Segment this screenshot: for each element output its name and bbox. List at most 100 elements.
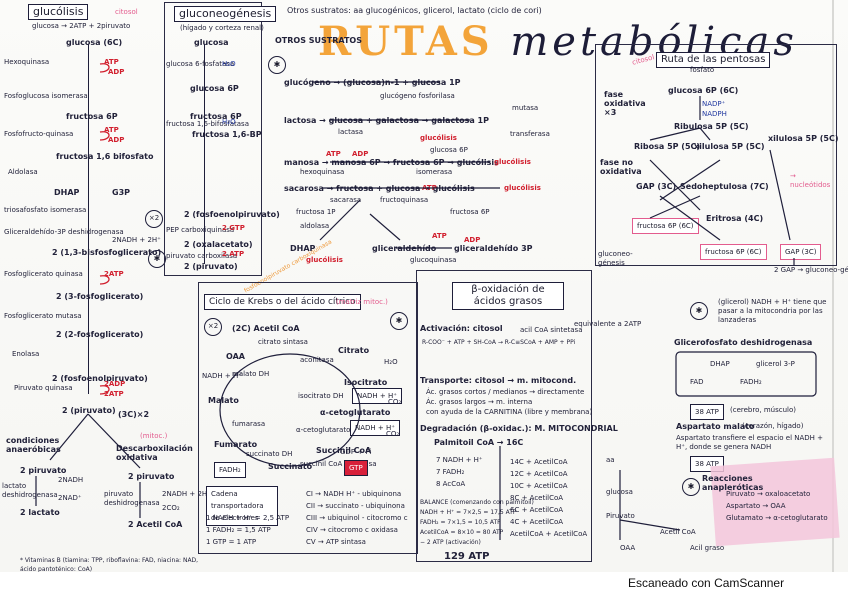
arrow [649,127,701,141]
krebs-enzyme-1: aconitasa [300,356,334,364]
gluconeo-enzyme-3: piruvato carboxilasa [166,252,238,260]
glicerol-lanz2-text: Aspartato transfiere el espacio el NADH … [676,434,824,451]
arrow [659,195,721,241]
krebs-gtp: GTP [344,460,368,476]
beta-palmitoil: Palmitoil CoA → 16C [434,438,524,447]
cadena-title: Cadena transportadora de electrones [206,486,278,526]
reacciones-label-4: Acil graso [690,544,725,552]
footnote: * Vitaminas B (tiamina: TPP, riboflavina… [20,557,199,572]
krebs-fadh2: FADH₂ [214,462,246,478]
gluconeo-h2o-2: H₂O [222,118,236,126]
otros-glucolisis-3: glucólisis [494,158,531,166]
glicerol-lanz2-note: (corazón, hígado) [742,422,804,430]
glucolisis-step-6: 2 (3-fosfoglicerato) [56,292,144,301]
otros-enzyme-4: sacarasa [330,196,362,204]
membrane-box [675,351,817,397]
pentosas-step-9: fructosa 6P (6C) [700,244,767,260]
beta-total: 129 ATP [444,551,490,562]
gluconeo-enzyme-1: fructosa 1,6-bifosfatasa [166,120,249,128]
cadena-complex-3: CIV → citocromo c oxidasa [306,526,398,534]
otros-adp-2: ADP [464,236,481,244]
glucolisis-atp-2: ATP [104,126,119,134]
glucolisis-enzyme-2: Fosfofructo-quinasa [4,130,74,138]
beta-balance-0: BALANCE (comenzando con palmitoil) [420,499,534,506]
glicerol-label-2: FAD [690,378,704,386]
condiciones-step-1: 2 lactato [20,508,60,517]
pentosas-step-5: GAP (3C) [636,182,677,191]
glucolisis-enzyme-8: Enolasa [12,350,40,358]
cadena-complex-0: CI → NADH H⁺ - ubiquinona [306,490,402,498]
glucolisis-enzyme-5: Gliceraldehído-3P deshidrogenasa [4,228,124,236]
condiciones-nad: 2NAD⁺ [58,494,82,502]
star-icon: ✱ [148,250,166,268]
krebs-co2-1: CO₂ [388,398,402,406]
krebs-enzyme-3: α-cetoglutarato DH [296,426,364,434]
gluconeo-gtp: 2 GTP [222,224,245,232]
x2-badge: ×2 [204,318,222,336]
cadena-item-2: 1 GTP = 1 ATP [206,538,257,546]
krebs-enzyme-5: succinato DH [246,450,293,458]
otros-fructosa6p: fructosa 6P [450,208,490,216]
glicerol-label-1: glicerol 3-P [756,360,795,368]
otros-enzyme-2: hexoquinasa [300,168,345,176]
pathway-lines [35,63,817,540]
arrow [369,213,401,241]
glicerol-lanz1: Glicerofosfato deshidrogenasa [674,338,813,347]
glucolisis-enzyme-9: Piruvato quinasa [14,384,73,392]
arrow [49,413,89,461]
gluconeo-panel [164,2,262,276]
beta-cycle-6: AcetilCoA + AcetilCoA [510,530,588,538]
reacciones-label-1: Acetil CoA [660,528,696,536]
glucolisis-main-axis [88,44,90,394]
gluconeo-atp: 2 ATP [222,250,245,258]
condiciones-enzyme: lactato deshidrogenasa [2,482,58,499]
cadena-complex-4: CV → ATP sintasa [306,538,366,546]
gluconeo-subtitle: (hígado y corteza renal) [180,24,264,32]
glucolisis-step-8: 2 (fosfoenolpiruvato) [52,374,148,383]
beta-product-2: 8 AcCoA [436,480,466,488]
arrow [649,159,701,211]
gluconeo-step-4: 2 (fosfoenolpiruvato) [184,210,280,219]
gluconeo-axis [204,44,206,264]
beta-transp-1: Ác. grasos largos → m. interna [426,398,533,406]
otros-enzyme-6: aldolasa [300,222,330,230]
krebs-int-0: OAA [226,352,245,361]
beta-balance-2: FADH₂ = 7×1,5 = 10,5 ATP [420,519,501,526]
atp-arc [99,131,110,141]
pentosas-phase2: fase no oxidativa [600,158,642,176]
gluconeo-step-2: fructosa 6P [190,112,242,121]
reacciones-item-1: Aspartato → OAA [726,502,786,510]
glucolisis-2adp: 2ADP [104,380,126,388]
krebs-int-3: α-cetoglutarato [320,408,391,417]
gluconeo-step-1: glucosa 6P [190,84,239,93]
condiciones-title: condiciones anaeróbicas [6,436,61,454]
reacciones-title: Reacciones anapleróticas [702,474,764,492]
glucolisis-adp-2: ADP [108,136,125,144]
glucolisis-adp-1: ADP [108,68,125,76]
glucolisis-ending: (3C)×2 [118,410,150,419]
otros-glucosa6p: glucosa 6P [430,146,468,154]
star-icon: ✱ [390,312,408,330]
glucolisis-step-3: DHAP [54,188,80,197]
cadena-complex-2: CIII → ubiquinol - citocromo c [306,514,408,522]
glicerol-lanz1-note: (cerebro, músculo) [730,406,796,414]
beta-title: β-oxidación de ácidos grasos [452,282,564,310]
krebs-gdp: GDP + Pi [340,448,372,456]
krebs-int-2: Isocitrato [344,378,388,387]
pentosas-step-10: GAP (3C) [780,244,822,260]
gluconeo-enzyme-0: glucosa 6-fosfatasa [166,60,235,68]
star-icon: ✱ [690,302,708,320]
pentosas-gluconeo: gluconeo-génesis [598,250,633,267]
arrow [769,149,791,241]
gluconeo-step-0: glucosa [194,38,229,47]
beta-activacion: Activación: citosol [420,324,503,333]
pentosas-link: → nucleótidos [790,172,831,189]
glucolisis-atp-1: ATP [104,58,119,66]
krebs-nadh-3: NADH + H⁺ [350,420,400,436]
pentosas-nadph: NADPH [702,110,727,118]
beta-cycle-0: 14C + AcetilCoA [510,458,568,466]
beta-product-0: 7 NADH + H⁺ [436,456,483,464]
notes-sheet: RUTAS metabólicas Otros sustratos: aa gl… [0,0,848,572]
glicerol-label-3: FADH₂ [740,378,762,386]
reacciones-item-2: Glutamato → α-cetoglutarato [726,514,828,522]
